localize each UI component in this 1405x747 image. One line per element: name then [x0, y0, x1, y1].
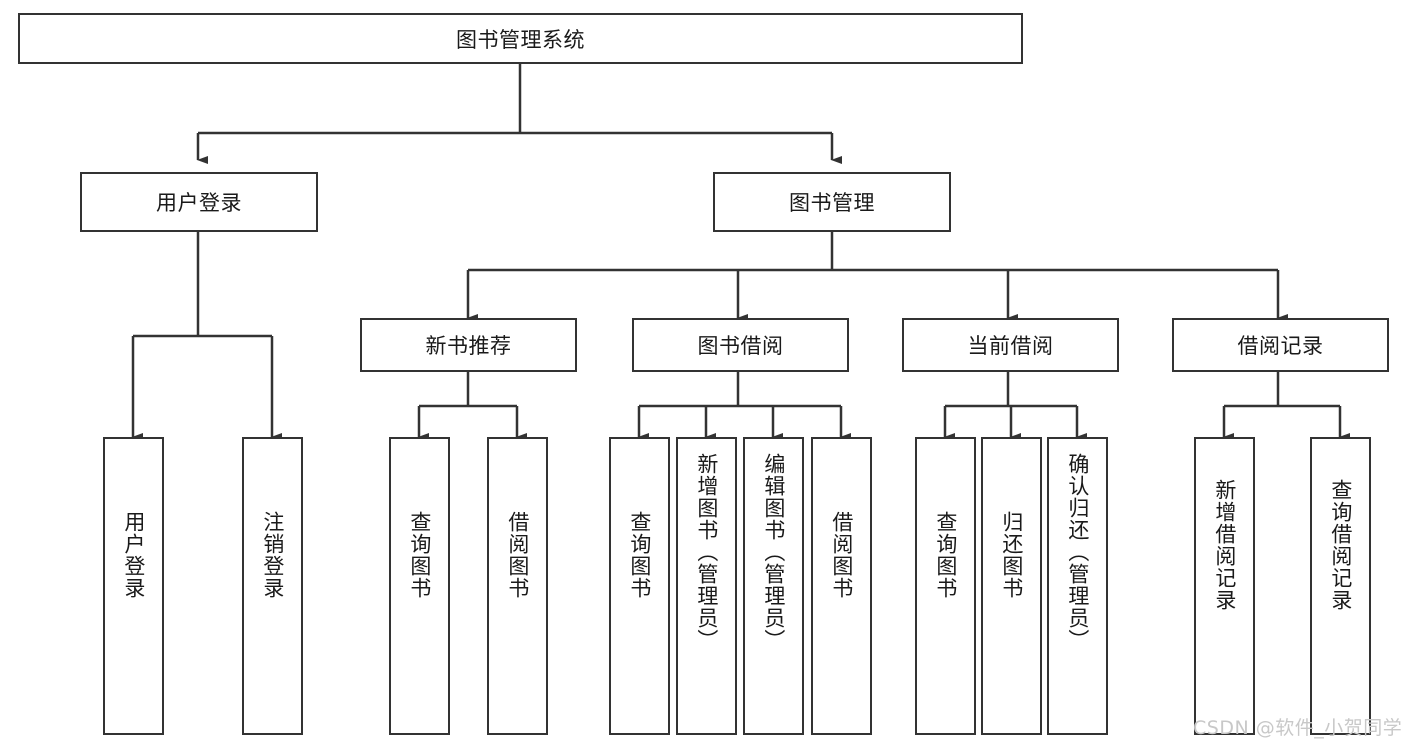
node-label: 图书管理 [789, 191, 875, 215]
node-book-borrow[interactable]: 图书借阅 [632, 318, 849, 372]
node-new-book-recommend[interactable]: 新书推荐 [360, 318, 577, 372]
leaf-current-borrow-confirm-return-admin[interactable]: 确认归还（管理员） [1047, 437, 1108, 735]
leaf-user-login-logout[interactable]: 注销登录 [242, 437, 303, 735]
node-label: 归还图书 [999, 511, 1024, 599]
node-label: 新增图书（管理员） [694, 453, 719, 651]
node-root-book-management-system[interactable]: 图书管理系统 [18, 13, 1023, 64]
leaf-current-borrow-query-books[interactable]: 查询图书 [915, 437, 976, 735]
node-label: 注销登录 [260, 511, 285, 599]
node-label: 用户登录 [156, 191, 242, 215]
leaf-book-borrow-borrow-books[interactable]: 借阅图书 [811, 437, 872, 735]
node-label: 当前借阅 [967, 334, 1054, 358]
leaf-book-borrow-add-book-admin[interactable]: 新增图书（管理员） [676, 437, 737, 735]
leaf-new-book-query-books[interactable]: 查询图书 [389, 437, 450, 735]
leaf-borrow-record-add-record[interactable]: 新增借阅记录 [1194, 437, 1255, 735]
node-label: 借阅记录 [1237, 334, 1324, 358]
node-label: 新增借阅记录 [1212, 479, 1237, 611]
node-label: 编辑图书（管理员） [761, 453, 786, 651]
node-label: 借阅图书 [505, 511, 530, 599]
leaf-current-borrow-return-books[interactable]: 归还图书 [981, 437, 1042, 735]
node-user-login[interactable]: 用户登录 [80, 172, 318, 232]
node-label: 查询借阅记录 [1328, 479, 1353, 611]
leaf-user-login-login[interactable]: 用户登录 [103, 437, 164, 735]
node-label: 确认归还（管理员） [1065, 453, 1090, 651]
node-label: 用户登录 [121, 511, 146, 599]
node-label: 查询图书 [407, 511, 432, 599]
node-label: 新书推荐 [425, 334, 512, 358]
node-label: 查询图书 [627, 511, 652, 599]
node-label: 图书借阅 [697, 334, 784, 358]
node-label: 借阅图书 [829, 511, 854, 599]
leaf-book-borrow-query-books[interactable]: 查询图书 [609, 437, 670, 735]
node-book-management[interactable]: 图书管理 [713, 172, 951, 232]
leaf-book-borrow-edit-book-admin[interactable]: 编辑图书（管理员） [743, 437, 804, 735]
node-borrow-record[interactable]: 借阅记录 [1172, 318, 1389, 372]
leaf-borrow-record-query-record[interactable]: 查询借阅记录 [1310, 437, 1371, 735]
leaf-new-book-borrow-books[interactable]: 借阅图书 [487, 437, 548, 735]
node-label: 查询图书 [933, 511, 958, 599]
watermark-csdn: CSDN @软件_小贺同学 [1193, 717, 1403, 739]
node-current-borrow[interactable]: 当前借阅 [902, 318, 1119, 372]
node-label: 图书管理系统 [456, 27, 585, 52]
